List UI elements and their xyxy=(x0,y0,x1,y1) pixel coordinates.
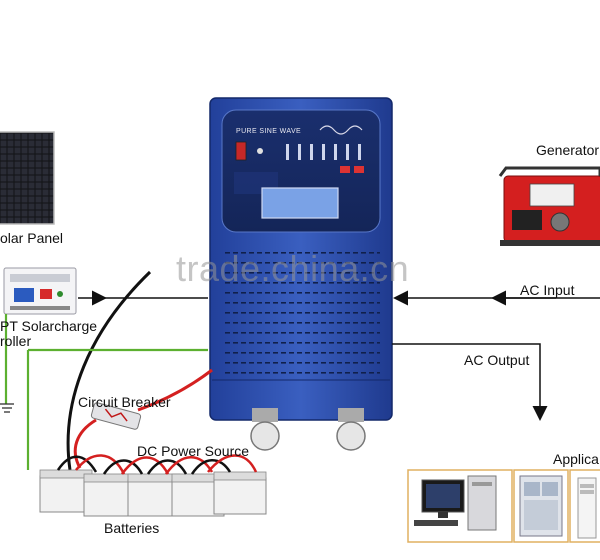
label-mppt-line1: PT Solarcharge xyxy=(0,318,98,334)
label-solar-panel: olar Panel xyxy=(0,230,64,246)
computer-icon xyxy=(414,475,497,531)
ground-icon xyxy=(0,403,14,413)
ac-output-wire xyxy=(392,343,548,421)
switchboard-icon xyxy=(519,475,563,537)
battery-icon xyxy=(213,471,267,515)
battery-bank xyxy=(39,454,267,517)
breaker-cable-red xyxy=(137,368,213,412)
battery-icon xyxy=(127,473,181,517)
breaker-icon xyxy=(90,402,142,430)
charge-controller-icon xyxy=(3,267,77,315)
watermark-text: trade.china.cn xyxy=(176,248,410,289)
label-mppt-line2: roller xyxy=(0,333,32,349)
generator-icon xyxy=(498,166,600,246)
battery-icon xyxy=(39,469,93,513)
ground-wires xyxy=(4,314,208,470)
air-conditioner-icon xyxy=(577,477,597,539)
label-ac-output: AC Output xyxy=(464,352,530,368)
label-dc-power-source: DC Power Source xyxy=(137,443,250,459)
label-circuit-breaker: Circuit Breaker xyxy=(78,394,171,410)
label-appliances: Applica xyxy=(553,451,599,467)
power-switch-icon xyxy=(235,141,247,161)
battery-cable-black xyxy=(66,270,152,471)
label-batteries: Batteries xyxy=(104,520,160,536)
caster-wheels xyxy=(250,408,366,451)
inverter-panel-title: PURE SINE WAVE xyxy=(236,128,301,135)
lcd-display xyxy=(261,187,339,219)
label-ac-input: AC Input xyxy=(520,282,575,298)
appliances-group xyxy=(407,469,600,543)
label-generator: Generator xyxy=(536,142,600,158)
inverter-icon: PURE SINE WAVE xyxy=(209,97,393,451)
solar-panel-icon xyxy=(0,131,55,225)
